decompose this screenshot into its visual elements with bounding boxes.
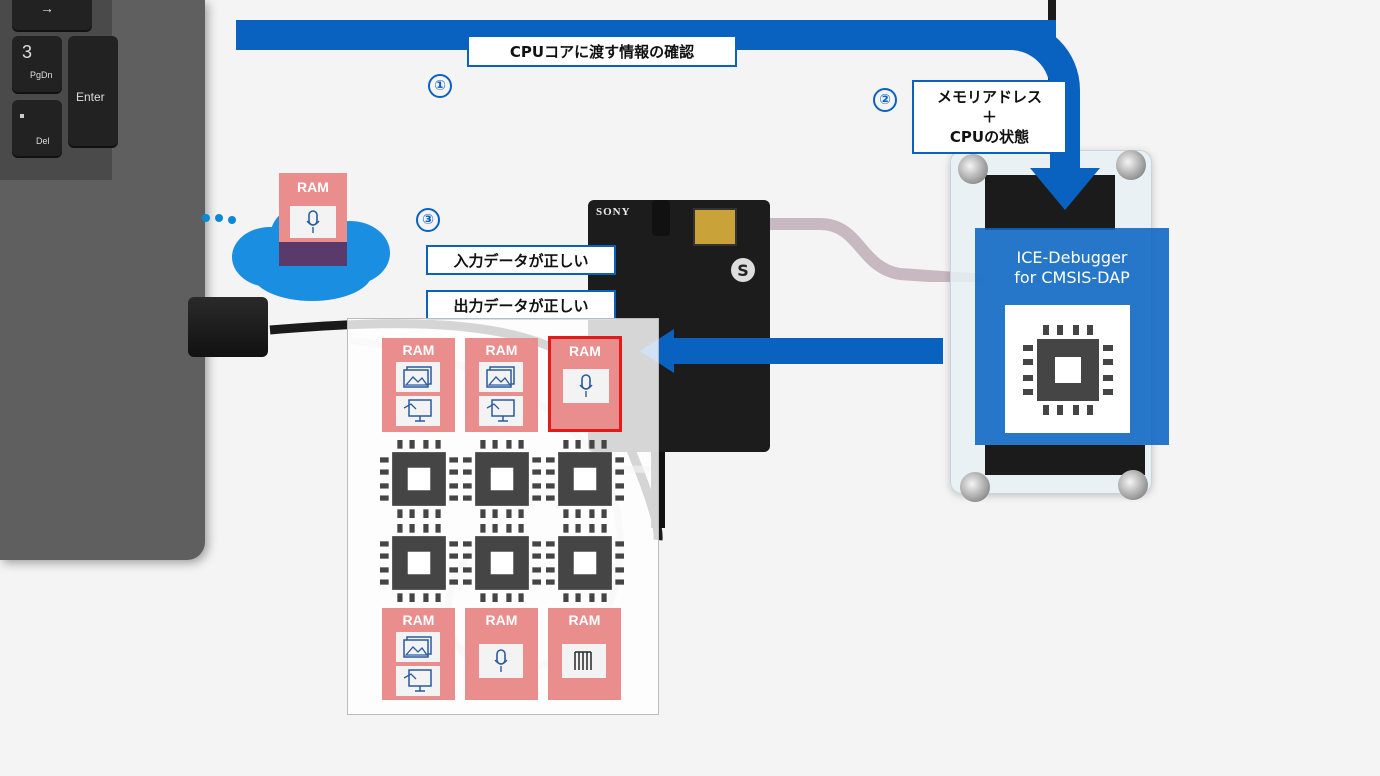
ram-card-microphone-selected: RAM (548, 336, 622, 432)
screw (958, 154, 988, 184)
ram-title: RAM (485, 342, 518, 358)
key-label: → (40, 0, 54, 16)
debugger-title-line2: for CMSIS-DAP (1014, 268, 1130, 287)
flow-arrow-left (668, 338, 943, 364)
key-pgdn: 3 PgDn (12, 36, 62, 92)
key-enter: Enter (68, 36, 118, 146)
ram-icon-box (396, 632, 440, 662)
ram-icon-box (479, 644, 523, 678)
microphone-icon (306, 210, 320, 233)
key-label: 3 (22, 42, 33, 62)
audio-jack (652, 200, 670, 236)
label-memory-line1: メモリアドレス (936, 88, 1042, 106)
cpu-core-icon (463, 440, 541, 518)
image-icon (403, 366, 432, 388)
ram-card-image: RAM (465, 338, 538, 432)
cpu-core-icon (546, 440, 624, 518)
step-2-badge: ② (873, 88, 897, 112)
cpu-core-icon (380, 440, 458, 518)
ram-icon-box (479, 396, 523, 426)
label-memory-line2: ＋ (981, 108, 997, 126)
microphone-icon (494, 649, 508, 672)
key-arrow: → (12, 0, 92, 30)
microphone-icon (579, 374, 593, 397)
debugger-title: ICE-Debugger for CMSIS-DAP (975, 248, 1169, 288)
label-output-data: 出力データが正しい (426, 290, 616, 320)
label-memory-line3: CPUの状態 (949, 128, 1030, 146)
cpu-chip-icon (1023, 325, 1113, 415)
monitor-image-icon (486, 399, 515, 422)
audio-wave-icon (574, 651, 592, 670)
cpu-core-icon (463, 524, 541, 602)
label-input-data: 入力データが正しい (426, 245, 616, 275)
key-del: Del (12, 100, 62, 156)
cloud-connector-dots (202, 214, 236, 224)
ram-icon-box (563, 369, 609, 403)
ram-icon-box (562, 644, 606, 678)
ram-icon-box (290, 206, 336, 238)
cloud-ram-card-bottom (279, 242, 347, 266)
spresense-logo: SONY (596, 206, 631, 218)
key-label: Del (36, 136, 50, 146)
ram-title: RAM (402, 342, 435, 358)
ram-card-image: RAM (382, 338, 455, 432)
key-label: PgDn (30, 70, 53, 80)
ram-icon-box (396, 362, 440, 392)
ram-title: RAM (485, 612, 518, 628)
label-cpu-info: CPUコアに渡す情報の確認 (467, 35, 737, 67)
ram-card-microphone: RAM (465, 608, 538, 700)
cpu-core-icon (546, 524, 624, 602)
screw (960, 472, 990, 502)
ram-title: RAM (568, 612, 601, 628)
image-icon (486, 366, 515, 388)
ram-title: RAM (402, 612, 435, 628)
ram-title: RAM (569, 343, 601, 359)
step-1-badge: ① (428, 74, 452, 98)
flow-arrow-down-head (1030, 168, 1100, 210)
screw (1118, 470, 1148, 500)
monitor-image-icon (403, 669, 432, 692)
debugger-title-line1: ICE-Debugger (1016, 248, 1128, 267)
sd-card-slot (693, 208, 737, 246)
step-3-badge: ③ (416, 208, 440, 232)
label-memory-address: メモリアドレス ＋ CPUの状態 (912, 80, 1067, 154)
ram-card-audio: RAM (548, 608, 621, 700)
ram-icon-box (396, 396, 440, 426)
monitor-image-icon (403, 399, 432, 422)
ram-icon-box (479, 362, 523, 392)
ram-title: RAM (297, 179, 329, 195)
key-label: Enter (76, 90, 105, 104)
debugger-chip-box (1005, 305, 1130, 433)
usb-plug (188, 297, 268, 357)
ram-icon-box (396, 666, 440, 696)
debugger-board-bottom (985, 445, 1145, 475)
cpu-core-icon (380, 524, 458, 602)
screw (1116, 150, 1146, 180)
svg-text:S: S (737, 261, 749, 280)
laptop-keyboard: → 3 PgDn Enter Del (0, 0, 118, 180)
image-icon (403, 636, 432, 658)
spresense-s-logo-icon: S (731, 258, 755, 282)
ribbon-cable (760, 218, 985, 282)
ram-card-image: RAM (382, 608, 455, 700)
